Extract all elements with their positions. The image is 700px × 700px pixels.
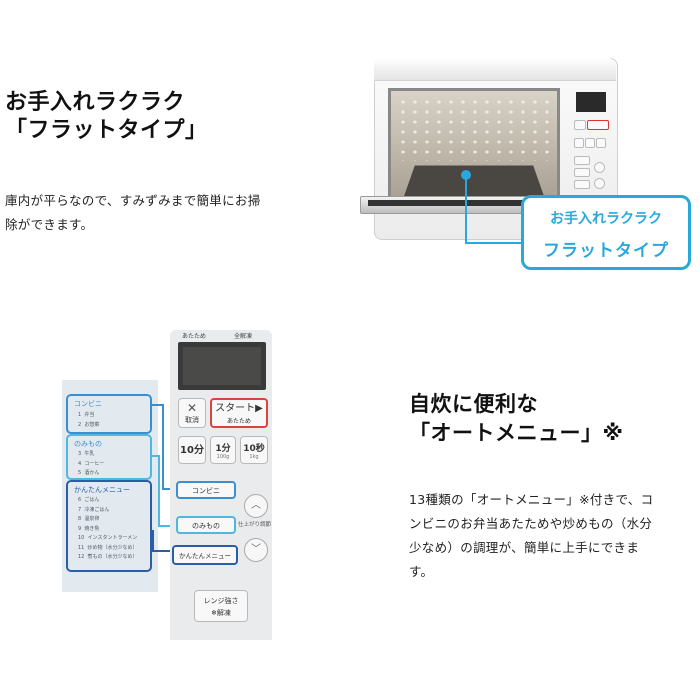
callout-sub-label: お手入れラクラク: [550, 211, 662, 227]
convenience-menu-box: コンビニ 1 弁当 2 お惣菜: [66, 394, 152, 434]
drinks-button[interactable]: のみもの: [176, 516, 236, 534]
drinks-menu-items: 3 牛乳 4 コーヒー 5 酒かん: [78, 451, 105, 476]
section2-body-line2: ンビニのお弁当あたためや炒めもの（水分: [409, 516, 653, 531]
cancel-icon: ✕: [186, 401, 198, 415]
callout-pointer-line: [465, 176, 467, 244]
cancel-button[interactable]: ✕ 取消: [178, 398, 206, 428]
easy-menu-button[interactable]: かんたんメニュー: [172, 545, 238, 565]
convenience-menu-title: コンビニ: [74, 400, 102, 408]
easy-menu-title: かんたんメニュー: [74, 486, 130, 494]
flat-type-callout: お手入れラクラク フラットタイプ: [521, 195, 691, 270]
oven-cavity: [388, 88, 560, 210]
connector-easy-h: [152, 550, 174, 552]
oven-illustration: [360, 58, 618, 248]
ten-minute-button[interactable]: 10分: [178, 436, 206, 464]
one-minute-label: 1分: [215, 444, 231, 454]
down-arrow-button[interactable]: ﹀: [244, 538, 268, 562]
easy-menu-items: 6 ごはん 7 冷凍ごはん 8 温泉卵 9 焼き魚 10 インスタントラーメン …: [78, 497, 138, 560]
cancel-label: 取消: [185, 416, 199, 424]
chevron-up-icon: ︿: [251, 500, 261, 511]
convenience-menu-items: 1 弁当 2 お惣菜: [78, 412, 100, 428]
start-sub-label: あたため: [226, 418, 251, 425]
drinks-menu-box: のみもの 3 牛乳 4 コーヒー 5 酒かん: [66, 434, 152, 480]
one-minute-button[interactable]: 1分 100g: [210, 436, 236, 464]
section1-heading-line1: お手入れラクラク: [5, 90, 186, 115]
start-button[interactable]: スタート▶ あたため: [210, 398, 268, 428]
ten-second-button[interactable]: 10秒 1kg: [240, 436, 268, 464]
lcd-display: [178, 342, 266, 390]
connector-drinks-h: [158, 525, 178, 527]
range-strength-label: レンジ強さ: [203, 597, 239, 605]
section1-body-line2: 除ができます。: [5, 217, 94, 232]
chevron-down-icon: ﹀: [251, 544, 261, 555]
easy-menu-box: かんたんメニュー 6 ごはん 7 冷凍ごはん 8 温泉卵 9 焼き魚 10 イン…: [66, 480, 152, 572]
defrost-label: ❄解凍: [211, 609, 231, 617]
connector-drinks: [152, 455, 160, 527]
lcd-label-defrost: 全解凍: [234, 333, 253, 340]
section2-heading-line2: 「オートメニュー」※: [409, 421, 624, 445]
section1-heading-line2: 「フラットタイプ」: [5, 118, 208, 143]
callout-main-label: フラットタイプ: [543, 241, 669, 261]
drinks-menu-title: のみもの: [74, 440, 102, 448]
convenience-button[interactable]: コンビニ: [176, 481, 236, 499]
connector-convenience: [152, 404, 164, 490]
ten-second-sub: 1kg: [249, 454, 259, 460]
up-arrow-button[interactable]: ︿: [244, 494, 268, 518]
one-minute-sub: 100g: [216, 454, 230, 460]
section2-body-line4: す。: [409, 564, 434, 579]
range-strength-button[interactable]: レンジ強さ ❄解凍: [194, 590, 248, 622]
callout-pointer-line-horizontal: [465, 242, 523, 244]
section2-heading-line1: 自炊に便利な: [409, 392, 538, 416]
ten-second-label: 10秒: [243, 444, 265, 454]
finish-adjust-label: 仕上がり調節: [238, 522, 272, 528]
section2-body-line3: 少なめ）の調理が、簡単に上手にできま: [409, 540, 640, 555]
menu-sheet: コンビニ 1 弁当 2 お惣菜 のみもの 3 牛乳 4 コーヒー 5 酒かん か…: [62, 380, 158, 592]
lcd-label-heat: あたため: [182, 333, 207, 340]
start-label: スタート▶: [215, 403, 263, 414]
connector-easy: [152, 530, 154, 550]
callout-pointer-dot: [461, 170, 471, 180]
section1-body-line1: 庫内が平らなので、すみずみまで簡単にお掃: [5, 193, 261, 208]
section2-body-line1: 13種類の「オートメニュー」※付きで、コ: [409, 492, 654, 507]
